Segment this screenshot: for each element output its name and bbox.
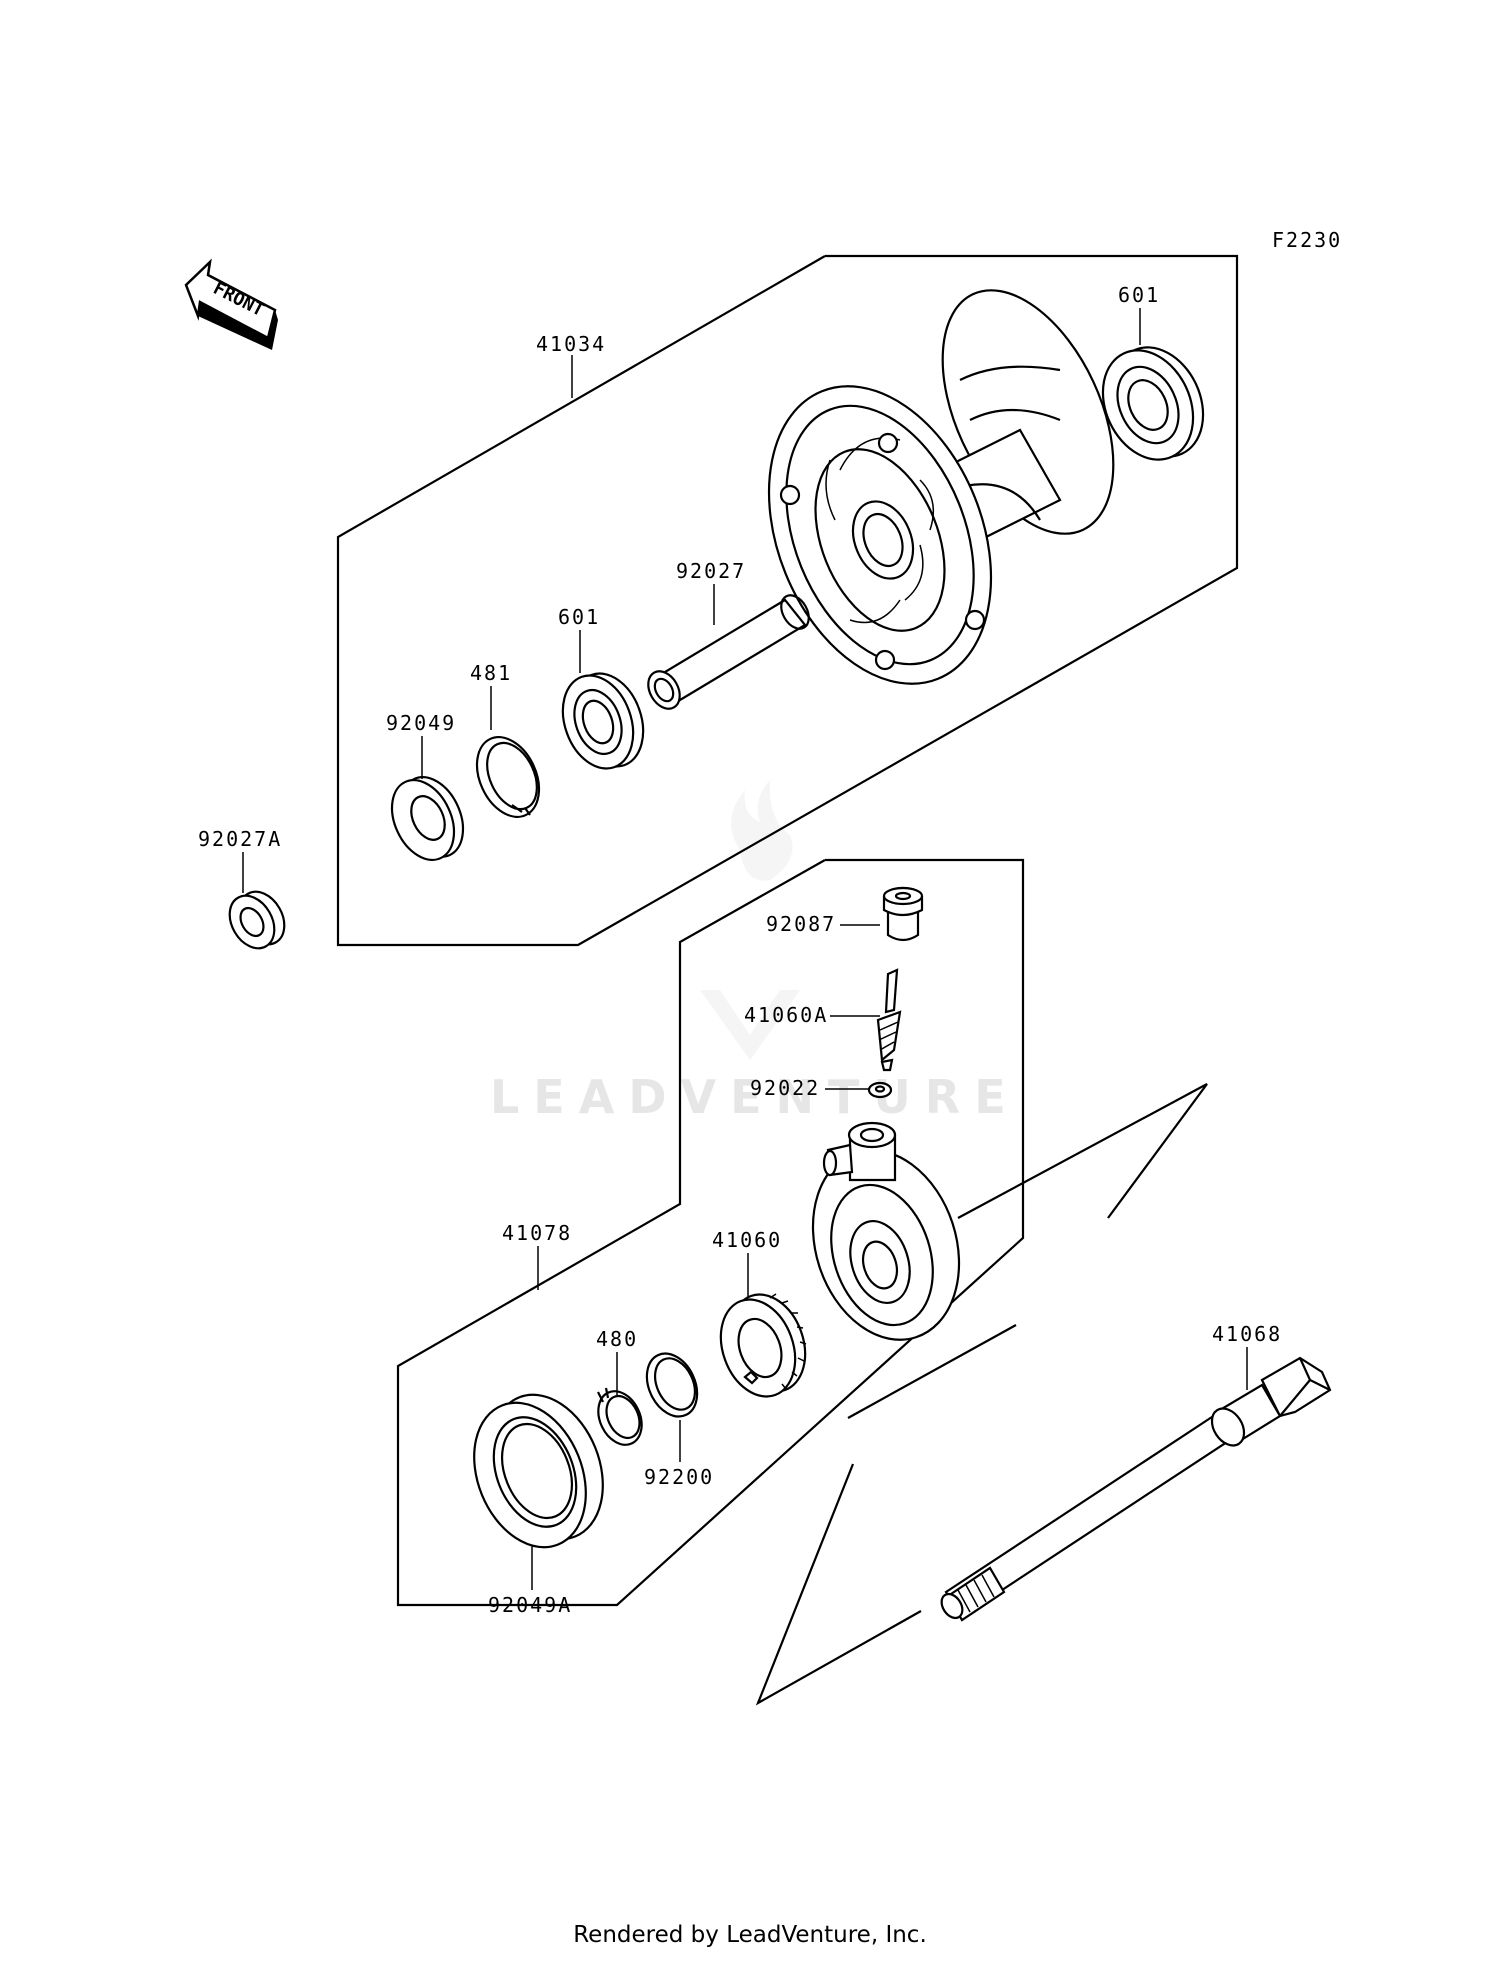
label-601-top[interactable]: 601 (1118, 283, 1160, 307)
seal-92049 (390, 776, 465, 861)
label-92022[interactable]: 92022 (750, 1076, 820, 1100)
label-92027A[interactable]: 92027A (198, 827, 282, 851)
label-41060[interactable]: 41060 (712, 1228, 782, 1252)
label-41060A[interactable]: 41060A (744, 1003, 828, 1027)
label-92027[interactable]: 92027 (676, 559, 746, 583)
washer-92022 (867, 1081, 893, 1099)
group-outline-41078 (396, 858, 1025, 1607)
gear-41060 (719, 1293, 807, 1398)
group-outline-41034 (336, 254, 1239, 947)
label-41034[interactable]: 41034 (536, 332, 606, 356)
watermark-text: LEADVENTURE (490, 1070, 1020, 1124)
leader-lines (242, 308, 1248, 1590)
front-hub (767, 289, 1115, 685)
front-arrow-icon: FRONT (184, 258, 278, 350)
label-481[interactable]: 481 (470, 661, 512, 685)
part-labels: 41034 601 92027 601 481 92049 92027A 920… (198, 283, 1282, 1617)
speedometer-gear-housing (811, 1121, 961, 1341)
label-92200[interactable]: 92200 (644, 1465, 714, 1489)
seal-92049A (473, 1393, 604, 1549)
washer-92200 (645, 1352, 699, 1418)
circlip-481 (475, 736, 541, 818)
watermark-logo (700, 780, 800, 1060)
diagram-code: F2230 (1272, 228, 1342, 252)
spacer-92027 (647, 594, 810, 710)
label-92087[interactable]: 92087 (766, 912, 836, 936)
collar-92027A (228, 890, 286, 950)
bearing-601-right (1101, 346, 1205, 461)
label-92049[interactable]: 92049 (386, 711, 456, 735)
bushing-92087 (882, 886, 924, 942)
bearing-601-left (561, 672, 645, 770)
label-41078[interactable]: 41078 (502, 1221, 572, 1245)
label-601-mid[interactable]: 601 (558, 605, 600, 629)
label-92049A[interactable]: 92049A (488, 1593, 572, 1617)
axis-break-lines (755, 1083, 1208, 1706)
label-480[interactable]: 480 (596, 1327, 638, 1351)
circlip-480 (597, 1387, 643, 1446)
label-41068[interactable]: 41068 (1212, 1322, 1282, 1346)
pinion-gear-41060A (876, 968, 902, 1072)
footer-credit: Rendered by LeadVenture, Inc. (573, 1922, 927, 1948)
axle-41068 (940, 1356, 1332, 1622)
